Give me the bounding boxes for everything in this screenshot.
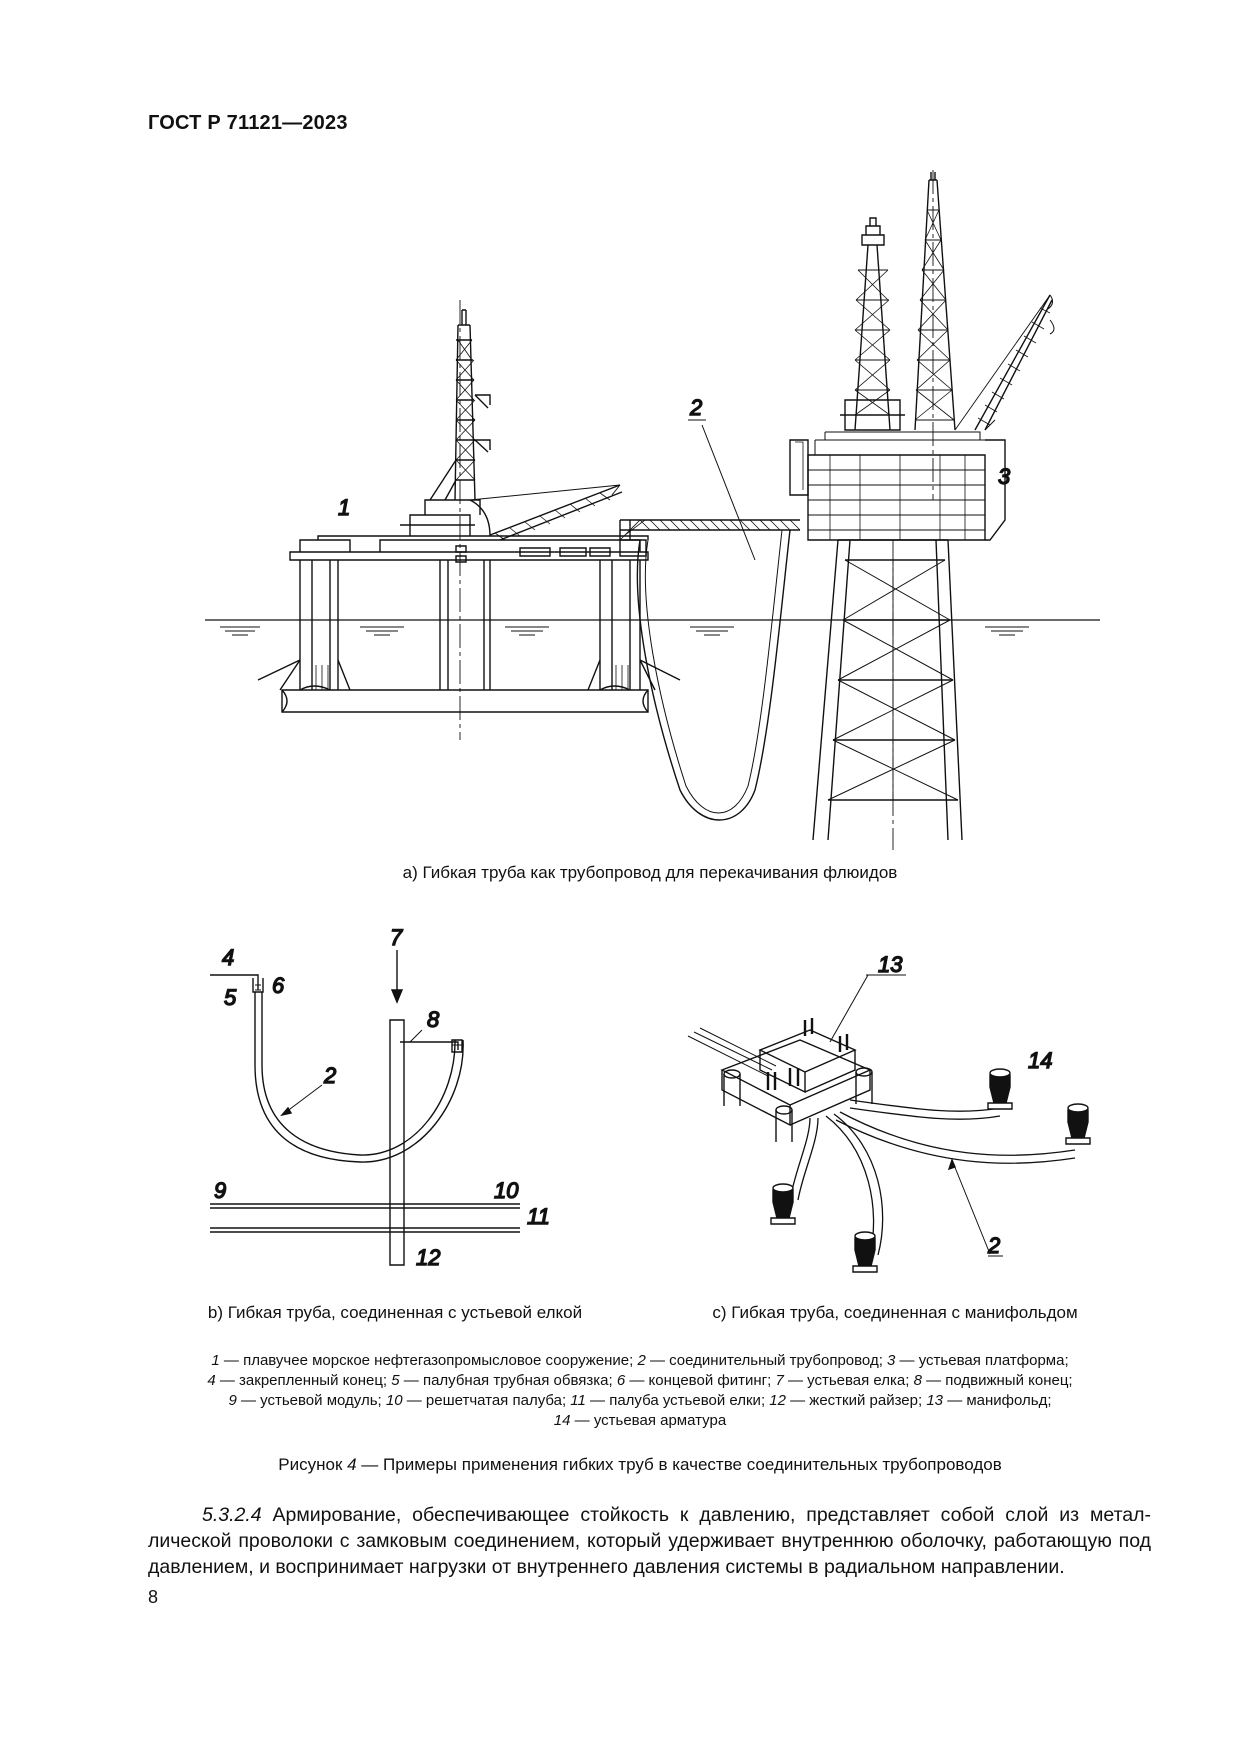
label-2: 2 (689, 395, 702, 420)
bridge (620, 520, 800, 540)
floating-structure (258, 300, 680, 740)
label-9: 9 (214, 1178, 226, 1203)
label-6: 6 (272, 973, 285, 998)
label-5: 5 (224, 985, 237, 1010)
body-paragraph: 5.3.2.4 Армирование, обеспечивающее стой… (148, 1502, 1151, 1580)
document-header: ГОСТ Р 71121—2023 (148, 112, 348, 134)
clause-number: 5.3.2.4 (202, 1504, 262, 1526)
label-13: 13 (878, 952, 903, 977)
caption-c: c) Гибкая труба, соединенная с манифольд… (712, 1303, 1078, 1322)
label-2c: 2 (987, 1233, 1000, 1258)
label-14: 14 (1028, 1048, 1052, 1073)
label-1: 1 (338, 495, 350, 520)
figure-legend: 1 — плавучее морское нефтегазопромыслово… (150, 1351, 1130, 1431)
label-8: 8 (427, 1007, 440, 1032)
figure-c-drawing: 13 14 2 (688, 951, 1090, 1272)
figure-a-drawing: 1 2 3 (205, 170, 1100, 850)
legend-line-3: 9 — устьевой модуль; 10 — решетчатая пал… (228, 1392, 1052, 1409)
caption-b: b) Гибкая труба, соединенная с устьевой … (207, 1303, 583, 1322)
label-7: 7 (390, 925, 403, 950)
label-3: 3 (998, 464, 1011, 489)
label-4: 4 (222, 945, 234, 970)
label-11: 11 (527, 1204, 550, 1229)
legend-line-4: 14 — устьевая арматура (553, 1412, 727, 1429)
page-number: 8 (148, 1587, 159, 1607)
label-2b: 2 (323, 1063, 336, 1088)
label-12: 12 (416, 1245, 440, 1270)
caption-a: a) Гибкая труба как трубопровод для пере… (402, 863, 898, 882)
legend-line-1: 1 — плавучее морское нефтегазопромыслово… (211, 1352, 1069, 1369)
figure-title: Рисунок 4 — Примеры применения гибких тр… (278, 1455, 1002, 1474)
legend-line-2: 4 — закрепленный конец; 5 — палубная тру… (207, 1372, 1073, 1389)
paragraph-text: Армирование, обеспечивающее стойкость к … (148, 1504, 1151, 1578)
label-10: 10 (494, 1178, 519, 1203)
wellhead-platform (790, 170, 1054, 850)
figure-b-drawing: 4 5 6 7 8 2 9 10 11 12 (210, 924, 551, 1271)
